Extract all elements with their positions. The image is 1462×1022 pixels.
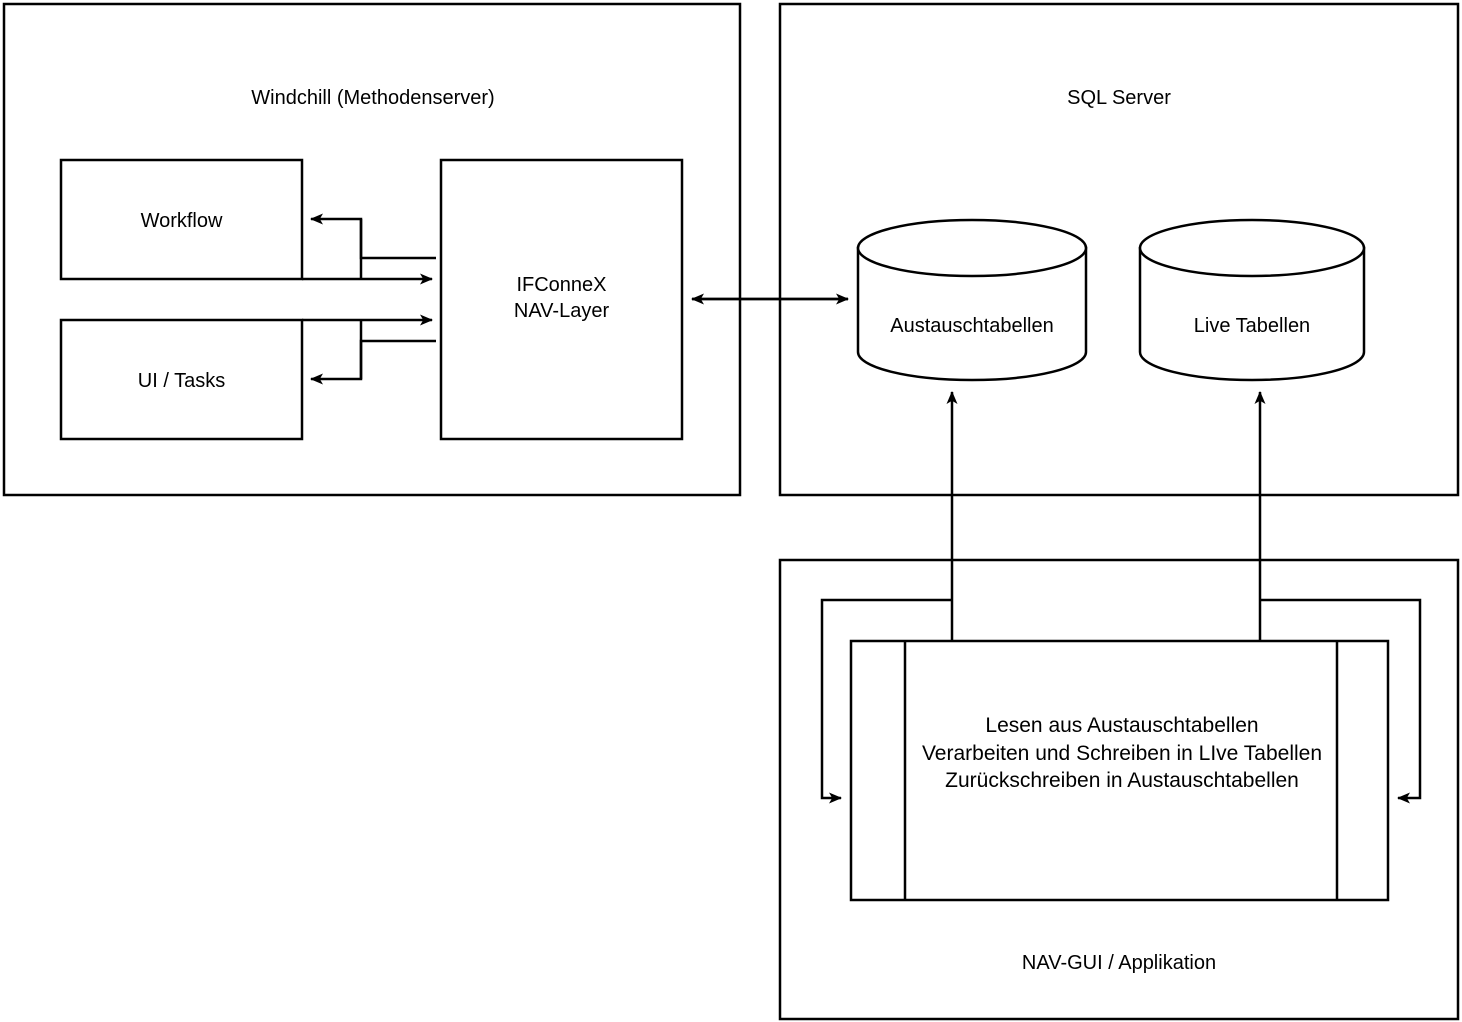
box-label-workflow: Workflow <box>140 210 223 232</box>
arrow-austauschtabellen-to-nav-gui <box>820 598 952 804</box>
process-label-nav-gui: Lesen aus Austauschtabellen Verarbeiten … <box>921 714 1323 793</box>
panel-title-sql-server: SQL Server <box>1067 87 1171 109</box>
cylinder-label-live-tabellen: Live Tabellen <box>1193 315 1311 337</box>
box-ui-tasks[interactable] <box>59 318 304 441</box>
box-nav-gui-process[interactable] <box>849 639 1390 902</box>
panel-title-windchill: Windchill (Methodenserver) <box>251 87 495 109</box>
panel-title-nav-gui: NAV-GUI / Applikation <box>1021 952 1217 974</box>
box-label-ifconnex-nav-layer: IFConneX NAV-Layer <box>513 274 610 322</box>
box-workflow[interactable] <box>59 158 304 281</box>
box-ifconnex-nav-layer[interactable] <box>439 158 684 441</box>
box-label-ui-tasks: UI / Tasks <box>137 370 226 392</box>
cylinder-label-austauschtabellen: Austauschtabellen <box>890 315 1054 337</box>
cylinder-live-tabellen[interactable] <box>1138 218 1366 382</box>
arrow-live-tabellen-to-nav-gui <box>1260 598 1422 804</box>
cylinder-austauschtabellen[interactable] <box>856 218 1088 382</box>
